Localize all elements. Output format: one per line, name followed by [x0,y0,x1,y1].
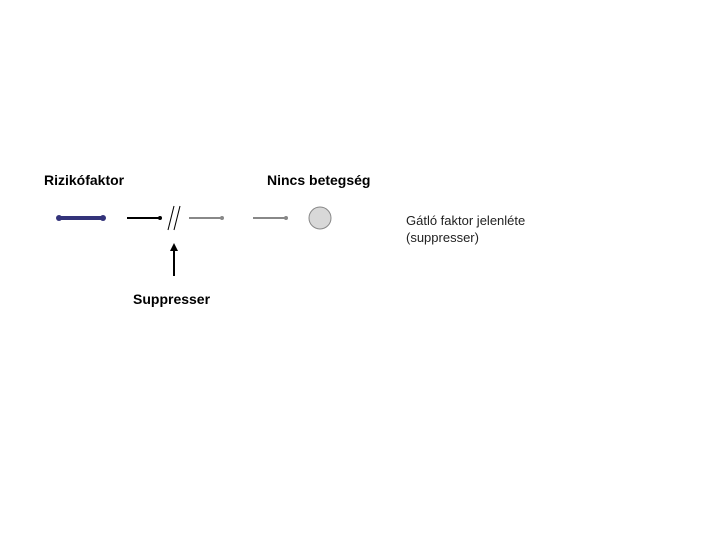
block-marks [167,205,181,231]
suppresser-caption: Gátló faktor jelenléte (suppresser) [406,212,525,246]
suppresser-arrow [170,243,178,276]
risk-arrow-left-head [56,215,62,221]
blocked-segment-2 [253,216,288,220]
caption-line-1: Gátló faktor jelenléte [406,213,526,228]
block-mark-2 [173,205,181,231]
outcome-node [308,206,332,230]
pathway-end-dot [158,216,162,220]
no-disease-label: Nincs betegség [267,172,371,188]
risk-arrow-right-head [100,215,106,221]
caption-line-2: (suppresser) [406,230,479,245]
pathway-segment [127,216,162,220]
risk-factor-arrow [56,215,106,221]
risk-factor-label: Rizikófaktor [44,172,125,188]
suppresser-arrow-head [170,243,178,251]
blocked-dot-2 [284,216,288,220]
suppresser-label: Suppresser [133,291,211,307]
blocked-segment-1 [189,216,224,220]
block-mark-1 [167,205,175,231]
blocked-dot-1 [220,216,224,220]
